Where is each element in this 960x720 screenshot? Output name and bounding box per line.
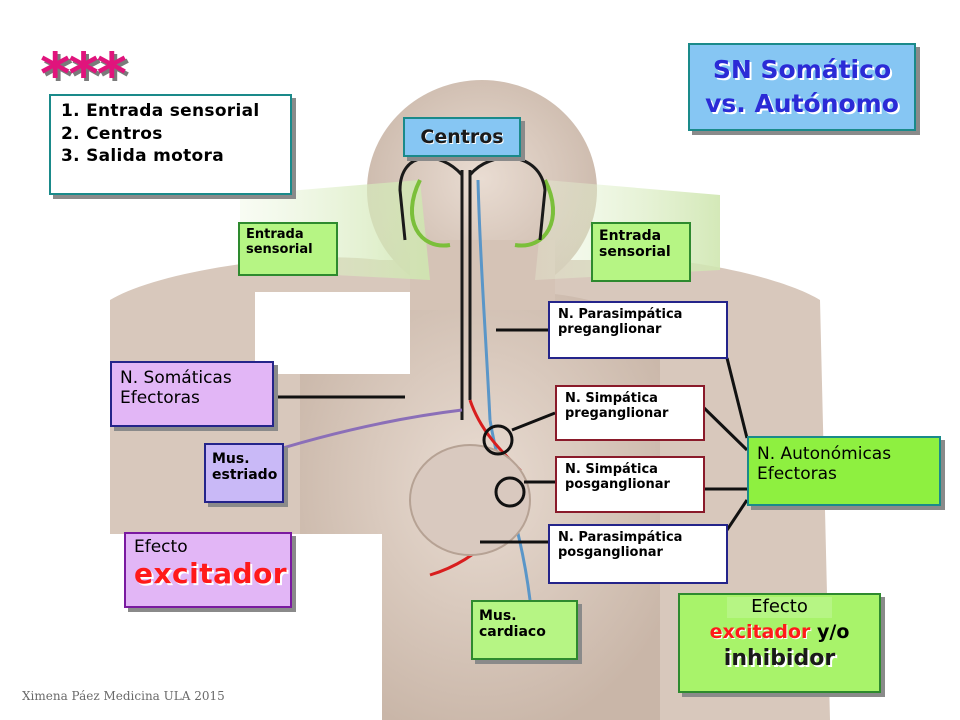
ganglion-circle: [494, 476, 526, 508]
title-line-1: SN Somático: [712, 55, 892, 84]
sensory-input-left: Entrada sensorial: [238, 222, 338, 276]
ns-pos-line-1: N. Simpática: [565, 462, 658, 477]
skeletal-line-2: estriado: [212, 467, 278, 484]
sensory-left-line-1: Entrada: [246, 227, 304, 242]
autonomic-line-1: N. Autonómicas: [757, 444, 892, 464]
step-3: 3. Salida motora: [61, 146, 224, 167]
slide-title: SN Somático vs. Autónomo: [688, 43, 916, 131]
np-pos-line-1: N. Parasimpática: [558, 530, 683, 545]
excitatory-line-1: Efecto: [134, 537, 188, 557]
skeletal-muscle-label: Mus. estriado: [204, 443, 284, 503]
sensory-right-line-1: Entrada: [599, 228, 662, 244]
steps-list: 1. Entrada sensorial 2. Centros 3. Salid…: [49, 94, 292, 195]
autonomic-effect-line-1: Efecto: [727, 596, 832, 618]
centers-label: Centros: [403, 117, 521, 157]
author-credit: Ximena Páez Medicina ULA 2015: [22, 689, 225, 703]
sensory-right-line-2: sensorial: [599, 244, 671, 261]
somatic-line-1: N. Somáticas: [120, 368, 232, 388]
autonomic-excitatory-word: excitador: [709, 620, 811, 643]
autonomic-andor-word: y/o: [810, 620, 850, 643]
excitatory-effect-label: Efecto excitador: [124, 532, 292, 608]
autonomic-inhibitory-word: inhibidor: [723, 645, 836, 671]
parasympathetic-preganglionic-label: N. Parasimpática preganglionar: [548, 301, 728, 359]
cardiac-line-2: cardiaco: [479, 624, 546, 641]
step-1: 1. Entrada sensorial: [61, 101, 260, 121]
cardiac-muscle-label: Mus. cardiaco: [471, 600, 578, 660]
ganglion-circle: [482, 424, 514, 456]
autonomic-effect-line-2: excitador y/o: [680, 620, 879, 644]
sympathetic-postganglionic-label: N. Simpática posganglionar: [555, 456, 705, 513]
sensory-left-line-2: sensorial: [246, 241, 313, 257]
sympathetic-preganglionic-label: N. Simpática preganglionar: [555, 385, 705, 441]
np-pre-line-1: N. Parasimpática: [558, 307, 683, 322]
step-2: 2. Centros: [61, 123, 163, 144]
skeletal-line-1: Mus.: [212, 451, 250, 467]
somatic-line-2: Efectoras: [120, 387, 200, 408]
excitatory-line-2: excitador: [134, 556, 288, 590]
sensory-input-right: Entrada sensorial: [591, 222, 691, 282]
heart-shape: [409, 444, 531, 556]
cardiac-line-1: Mus.: [479, 608, 517, 624]
autonomic-line-2: Efectoras: [757, 463, 837, 484]
title-line-2: vs. Autónomo: [705, 89, 899, 118]
np-pre-line-2: preganglionar: [558, 321, 662, 337]
ns-pre-line-2: preganglionar: [565, 405, 669, 421]
somatic-effectors-label: N. Somáticas Efectoras: [110, 361, 274, 427]
parasympathetic-postganglionic-label: N. Parasimpática posganglionar: [548, 524, 728, 584]
autonomic-effectors-label: N. Autonómicas Efectoras: [747, 436, 941, 506]
ns-pre-line-1: N. Simpática: [565, 391, 658, 406]
ns-pos-line-2: posganglionar: [565, 476, 670, 492]
np-pos-line-2: posganglionar: [558, 544, 663, 560]
autonomic-effect-label: Efecto excitador y/o inhibidor: [678, 593, 881, 693]
